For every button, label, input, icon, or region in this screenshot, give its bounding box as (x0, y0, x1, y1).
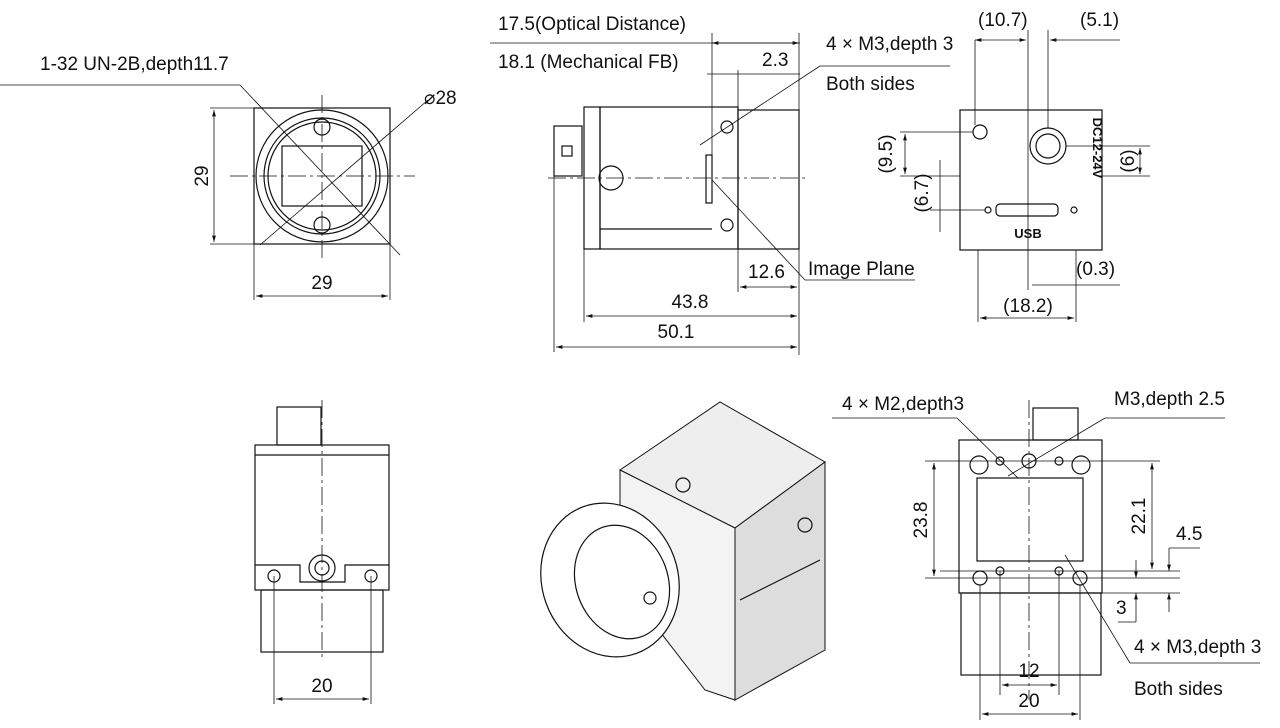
dim-4-5: 4.5 (1176, 524, 1202, 545)
dim-43-8: 43.8 (672, 292, 709, 313)
bottom-view: 4 × M2,depth3 M3,depth 2.5 23.8 22.1 4.5… (832, 389, 1261, 720)
dim-6-7: (6.7) (912, 173, 933, 212)
dim-0-3: (0.3) (1076, 259, 1115, 280)
power-label: DC12-24V (1090, 118, 1105, 179)
dim-12: 12 (1018, 661, 1039, 682)
optical-distance-label: 17.5(Optical Distance) (498, 14, 686, 35)
m2-holes-label: 4 × M2,depth3 (842, 394, 964, 415)
dim-50-1: 50.1 (658, 322, 695, 343)
mechanical-fb-label: 18.1 (Mechanical FB) (498, 52, 679, 73)
image-plane-label: Image Plane (808, 259, 915, 280)
dim-20: 20 (1018, 691, 1039, 712)
side-holes-note: Both sides (826, 74, 915, 95)
back-view: (10.7) (5.1) (9.5) (6.7) (6) DC12-24V US… (876, 10, 1150, 322)
height-label: 29 (192, 165, 213, 186)
top-width-label: 20 (311, 676, 332, 697)
usb-label: USB (1014, 226, 1041, 241)
m3-hole-label: M3,depth 2.5 (1114, 389, 1225, 410)
front-view: 1-32 UN-2B,depth11.7 ⌀28 29 29 (0, 54, 457, 300)
dim-3: 3 (1116, 598, 1127, 619)
m3-holes-note: Both sides (1134, 679, 1223, 700)
dim-9-5: (9.5) (876, 134, 897, 173)
side-holes-label: 4 × M3,depth 3 (826, 34, 953, 55)
dim-5-1: (5.1) (1080, 10, 1119, 31)
side-view: 17.5(Optical Distance) 18.1 (Mechanical … (490, 14, 953, 355)
dim-6: (6) (1118, 149, 1139, 172)
dim-23-8: 23.8 (911, 502, 932, 539)
top-view: 20 (254, 400, 390, 704)
dim-10-7: (10.7) (978, 10, 1028, 31)
m3-holes-label: 4 × M3,depth 3 (1134, 637, 1261, 658)
dim-12-6: 12.6 (748, 262, 785, 283)
dim-22-1: 22.1 (1129, 498, 1150, 535)
width-label: 29 (311, 273, 332, 294)
diameter-label: ⌀28 (424, 88, 457, 109)
dim-2-3: 2.3 (762, 50, 788, 71)
dim-18-2: (18.2) (1003, 296, 1053, 317)
isometric-view (540, 401, 826, 701)
thread-label: 1-32 UN-2B,depth11.7 (40, 54, 229, 75)
